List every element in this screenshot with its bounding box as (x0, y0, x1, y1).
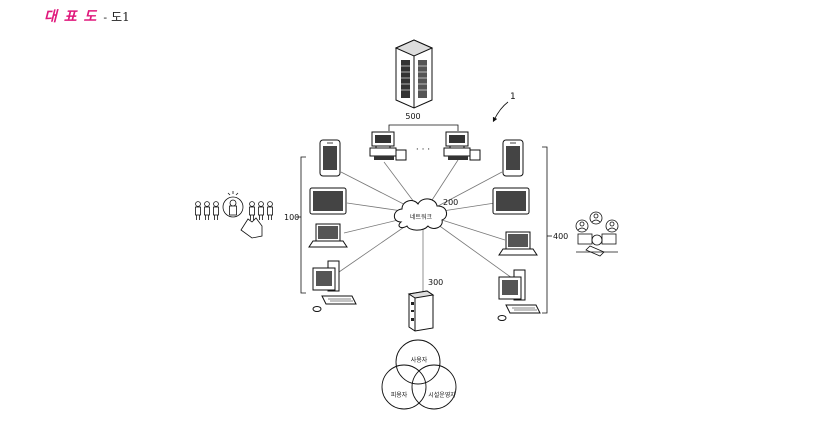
header-title: 대 표 도 (44, 9, 98, 25)
server-group-label: 500 (405, 112, 420, 121)
right-group-bracket (542, 146, 548, 314)
office-building-icon (394, 39, 434, 109)
desktop-computer-icon (312, 260, 357, 312)
network-cloud-icon (393, 198, 448, 231)
network-text: 네트워크 (410, 213, 433, 221)
desktop-computer-icon (497, 269, 541, 321)
system-arrow (492, 101, 509, 123)
venn-circle-top (395, 339, 441, 385)
laptop-icon (308, 223, 348, 248)
network-label: 200 (443, 198, 458, 207)
system-label: 1 (510, 92, 516, 102)
venn-diagram: 사용자 피용자 시설운영자 (381, 339, 457, 410)
right-group-label: 400 (553, 232, 568, 241)
tablet-icon (309, 187, 347, 215)
venn-label-top: 사용자 (411, 356, 428, 364)
server-group-brace (388, 124, 459, 131)
smartphone-icon (502, 139, 524, 177)
pos-terminal-icon (443, 131, 481, 161)
left-group-label: 100 (284, 213, 299, 222)
venn-label-right: 시설운영자 (428, 391, 456, 399)
left-group-bracket (300, 156, 306, 294)
server-tower-icon (407, 290, 435, 332)
people-group-icon (195, 191, 273, 239)
tablet-icon (492, 187, 530, 215)
smartphone-icon (319, 139, 341, 177)
header-separator: - (103, 11, 108, 24)
pos-terminal-icon (369, 131, 407, 161)
header: 대 표 도 - 도1 (44, 6, 130, 28)
venn-circle-right (411, 364, 457, 410)
operators-icon (575, 211, 619, 257)
venn-circle-left (381, 364, 427, 410)
ellipsis: · · · (416, 145, 430, 155)
venn-label-left: 피용자 (391, 391, 408, 399)
central-server-label: 300 (428, 278, 443, 287)
figure-number: 도1 (111, 10, 130, 24)
laptop-icon (498, 231, 538, 256)
